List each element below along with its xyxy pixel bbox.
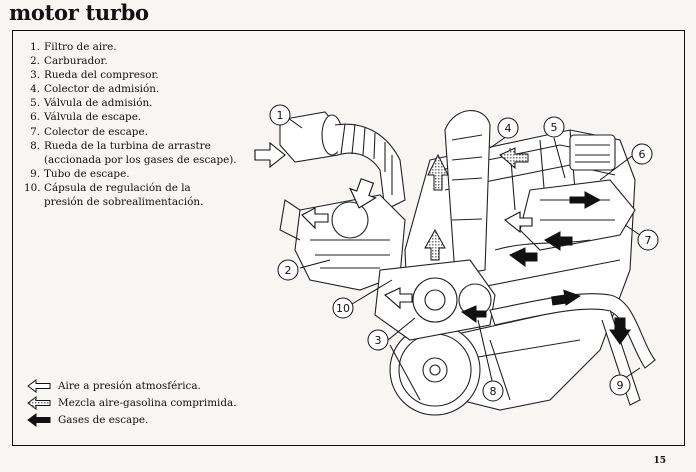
exhaust-flow-arrow xyxy=(544,231,573,251)
callout-7: 7 xyxy=(645,234,652,247)
turbo-engine-diagram: 1 2 3 4 5 6 7 8 9 10 xyxy=(254,104,659,416)
list-item: 1.Filtro de aire. xyxy=(30,41,117,53)
air-flow-arrow xyxy=(504,211,533,234)
list-item: 6.Válvula de escape. xyxy=(30,111,142,124)
exhaust-flow-arrow xyxy=(460,305,487,323)
air-flow-arrow xyxy=(301,207,329,230)
callout-6: 6 xyxy=(639,148,646,161)
list-item: 3.Rueda del compresor. xyxy=(30,69,159,82)
mixture-flow-arrow xyxy=(427,153,449,191)
air-flow-arrow xyxy=(254,141,286,169)
callout-3: 3 xyxy=(375,334,382,347)
black-arrow-icon xyxy=(27,412,51,427)
parts-list: 1.Filtro de aire. 2.Carburador. 3.Rueda … xyxy=(24,40,274,209)
callout-4: 4 xyxy=(505,122,512,135)
list-item: 5.Válvula de admisión. xyxy=(30,97,153,110)
callout-5: 5 xyxy=(551,121,558,134)
list-item: 7.Colector de escape. xyxy=(30,125,148,138)
list-item: 10.Cápsula de regulación de la presión d… xyxy=(24,181,204,209)
page-number: 15 xyxy=(653,456,666,466)
callout-8: 8 xyxy=(490,385,497,398)
legend-item-exhaust: Gases de escape. xyxy=(26,411,237,428)
list-item: 4.Colector de admisión. xyxy=(30,83,160,96)
white-arrow-icon xyxy=(27,378,51,393)
mixture-flow-arrow xyxy=(499,147,529,170)
air-flow-arrow xyxy=(349,178,377,209)
exhaust-flow-arrow xyxy=(509,247,538,267)
legend-item-air: Aire a presión atmosférica. xyxy=(26,377,237,394)
exhaust-flow-arrow xyxy=(551,289,581,306)
list-item: 2.Carburador. xyxy=(30,55,108,68)
list-item: 9.Tubo de escape. xyxy=(30,167,130,180)
legend-item-mix: Mezcla aire-gasolina comprimida. xyxy=(26,394,237,411)
page-title: motor turbo xyxy=(9,0,149,25)
figure-frame xyxy=(12,30,685,446)
list-item: 8.Rueda de la turbina de arrastre (accio… xyxy=(30,139,237,166)
exhaust-flow-arrow xyxy=(609,317,631,345)
dotted-arrow-icon xyxy=(27,395,51,410)
exhaust-flow-arrow xyxy=(569,191,602,209)
mixture-flow-arrow xyxy=(424,228,446,261)
air-flow-arrow xyxy=(383,287,413,310)
callout-10: 10 xyxy=(336,302,350,315)
callout-9: 9 xyxy=(617,379,624,392)
callout-2: 2 xyxy=(285,264,292,277)
callout-1: 1 xyxy=(277,109,284,122)
flow-legend: Aire a presión atmosférica. Mezcla aire-… xyxy=(26,377,237,428)
